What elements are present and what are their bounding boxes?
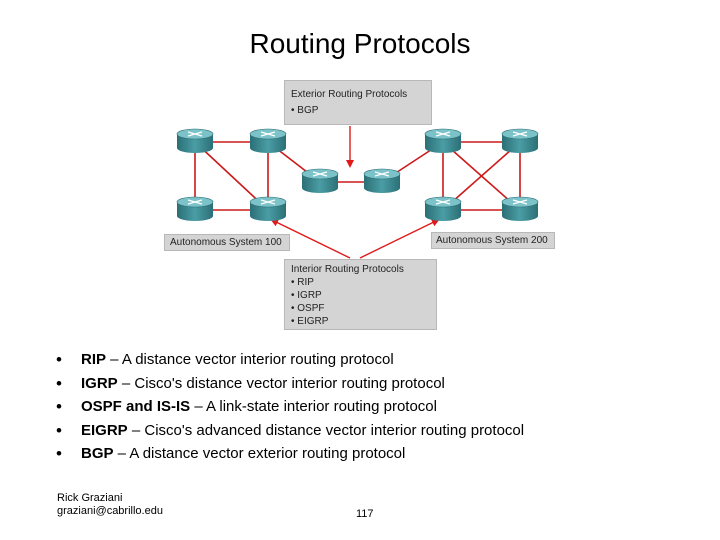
interior-protocol-item: • EIGRP <box>291 316 329 327</box>
author-footer: Rick Graziani graziani@cabrillo.edu <box>57 492 163 518</box>
list-item: • BGP – A distance vector exterior routin… <box>56 442 524 466</box>
list-item: • EIGRP – Cisco's advanced distance vecto… <box>56 419 524 443</box>
autonomous-system-200-label: Autonomous System 200 <box>431 232 555 249</box>
bullet-description: – A distance vector interior routing pro… <box>106 351 394 368</box>
arrow-interior-right <box>359 219 440 259</box>
page-number: 117 <box>356 508 374 520</box>
routing-diagram: Exterior Routing Protocols • BGP Interio… <box>160 78 560 333</box>
router-icon <box>501 128 539 153</box>
router-icon <box>501 196 539 221</box>
author-email: graziani@cabrillo.edu <box>57 505 163 517</box>
router-icon <box>176 128 214 153</box>
list-item: • IGRP – Cisco's distance vector interior… <box>56 372 524 396</box>
diagram-canvas <box>176 126 539 259</box>
router-icon <box>424 128 462 153</box>
bullet-term: IGRP <box>81 374 118 392</box>
routers <box>176 128 539 221</box>
list-item: • OSPF and IS-IS – A link-state interior … <box>56 395 524 419</box>
bullet-icon: • <box>56 420 62 440</box>
bullet-description: – Cisco's distance vector interior routi… <box>117 374 445 392</box>
exterior-protocols-box: Exterior Routing Protocols • BGP <box>284 80 432 125</box>
router-icon <box>424 196 462 221</box>
list-item: • RIP – A distance vector interior routin… <box>56 348 524 372</box>
bullet-icon: • <box>56 444 62 463</box>
bullet-term: BGP <box>81 445 114 462</box>
interior-protocol-item: • RIP <box>291 277 314 288</box>
protocol-arrows <box>270 126 440 259</box>
bullet-icon: • <box>56 397 62 416</box>
router-icon <box>363 168 401 193</box>
arrow-interior-left <box>270 219 351 259</box>
bullet-term: RIP <box>81 351 107 368</box>
exterior-protocols-heading: Exterior Routing Protocols <box>291 89 408 100</box>
autonomous-system-100-label: Autonomous System 100 <box>164 234 290 251</box>
bullet-description: – A link-state interior routing protocol <box>190 398 437 415</box>
bullet-icon: • <box>56 350 62 369</box>
exterior-protocol-item: • BGP <box>291 105 319 116</box>
bullet-icon: • <box>56 373 62 393</box>
bullet-term: EIGRP <box>81 421 128 439</box>
protocol-bullet-list: • RIP – A distance vector interior routin… <box>56 348 524 466</box>
slide-title: Routing Protocols <box>249 28 471 59</box>
interior-protocol-item: • IGRP <box>291 290 322 301</box>
router-icon <box>301 168 339 193</box>
router-icon <box>249 196 287 221</box>
bullet-description: – Cisco's advanced distance vector inter… <box>127 421 525 439</box>
bullet-description: – A distance vector exterior routing pro… <box>113 445 406 462</box>
router-icon <box>249 128 287 153</box>
router-icon <box>176 196 214 221</box>
network-links <box>194 141 521 211</box>
interior-protocols-box: Interior Routing Protocols • RIP • IGRP … <box>284 259 437 330</box>
interior-protocols-heading: Interior Routing Protocols <box>291 264 404 275</box>
author-name: Rick Graziani <box>57 492 123 504</box>
interior-protocol-item: • OSPF <box>291 303 325 314</box>
bullet-term: OSPF and IS-IS <box>81 398 191 415</box>
